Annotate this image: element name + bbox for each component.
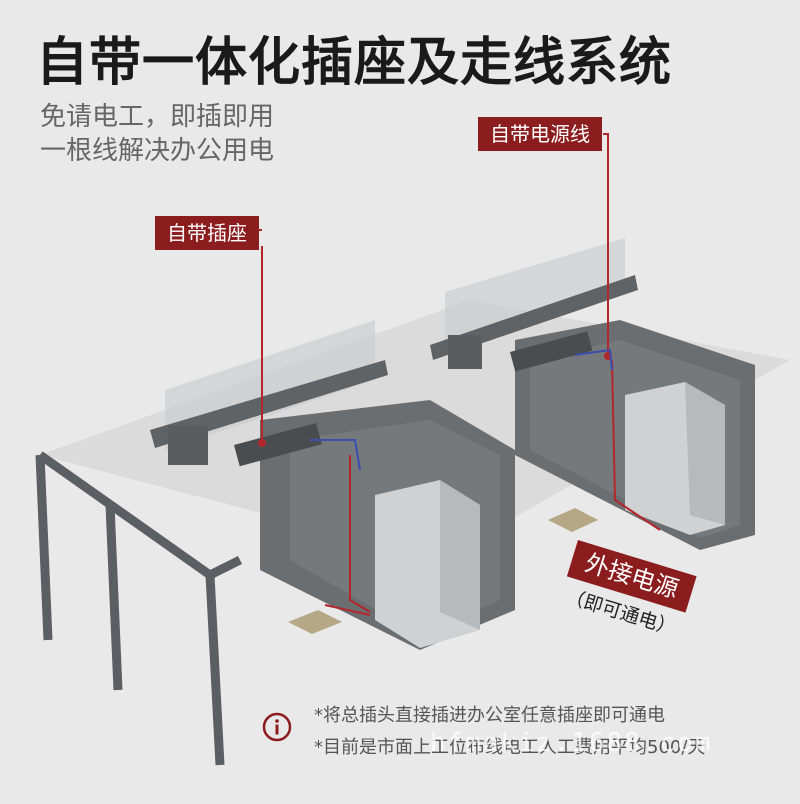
subtitle: 免请电工，即插即用 一根线解决办公用电	[40, 100, 274, 168]
callout-power-cord: 自带电源线	[478, 117, 602, 151]
callout-dot-outlet	[258, 439, 266, 447]
note-line-2: *目前是市面上工位布线电工人工费用平均500/天	[314, 737, 706, 758]
privacy-glass-right	[445, 238, 625, 345]
callout-outlet: 自带插座	[155, 216, 259, 250]
outlet-strip-left	[234, 423, 322, 467]
outlet-strip-right	[510, 331, 593, 372]
watermark: hfmakiz.1688.com	[430, 728, 713, 758]
subtitle-line-1: 免请电工，即插即用	[40, 102, 275, 132]
screen-rail-left	[150, 360, 388, 448]
page-title: 自带一体化插座及走线系统	[36, 33, 673, 93]
desk-frame	[35, 451, 243, 766]
blue-wiring	[310, 348, 613, 471]
floor-socket-left	[288, 610, 342, 634]
subtitle-line-2: 一根线解决办公用电	[40, 136, 275, 166]
note-line-1: *将总插头直接插进办公室任意插座即可通电	[314, 705, 665, 726]
pen-holder-right	[448, 335, 482, 369]
note-lines: *将总插头直接插进办公室任意插座即可通电 *目前是市面上工位布线电工人工费用平均…	[314, 700, 705, 764]
floor-socket-right	[548, 508, 598, 532]
pen-holder-left	[168, 425, 208, 465]
info-icon	[262, 712, 292, 742]
